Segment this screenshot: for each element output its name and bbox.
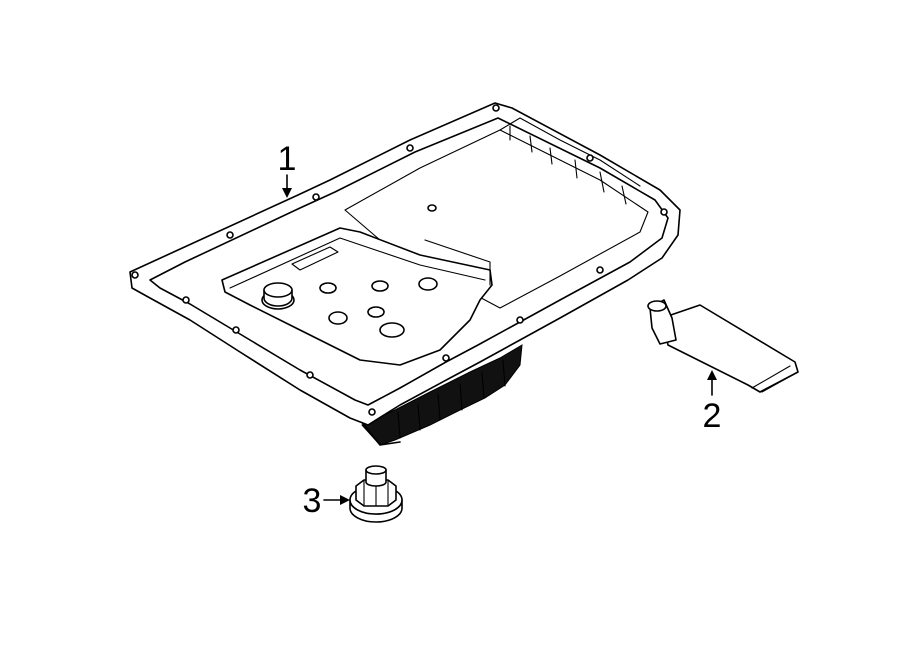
oil-pan[interactable] xyxy=(129,102,681,446)
drain-plug[interactable] xyxy=(349,465,403,523)
callout-1-arrowhead xyxy=(282,188,292,198)
oil-pan-underside xyxy=(359,344,523,446)
filter-neck xyxy=(261,282,295,310)
flange-bolt-holes xyxy=(131,104,668,416)
callout-2-label: 2 xyxy=(703,397,722,435)
callout-3-arrowhead xyxy=(340,495,350,505)
oil-pan-inner-rim xyxy=(149,117,669,406)
filter-holes xyxy=(319,204,438,338)
callout-3-label: 3 xyxy=(303,482,322,520)
filter-plate xyxy=(221,227,493,366)
sealant-tube[interactable] xyxy=(647,299,799,393)
callout-2: 2 xyxy=(703,370,722,435)
callout-3: 3 xyxy=(303,482,350,520)
callout-1: 1 xyxy=(278,140,297,198)
callout-2-arrowhead xyxy=(707,370,717,380)
callout-1-label: 1 xyxy=(278,140,297,178)
